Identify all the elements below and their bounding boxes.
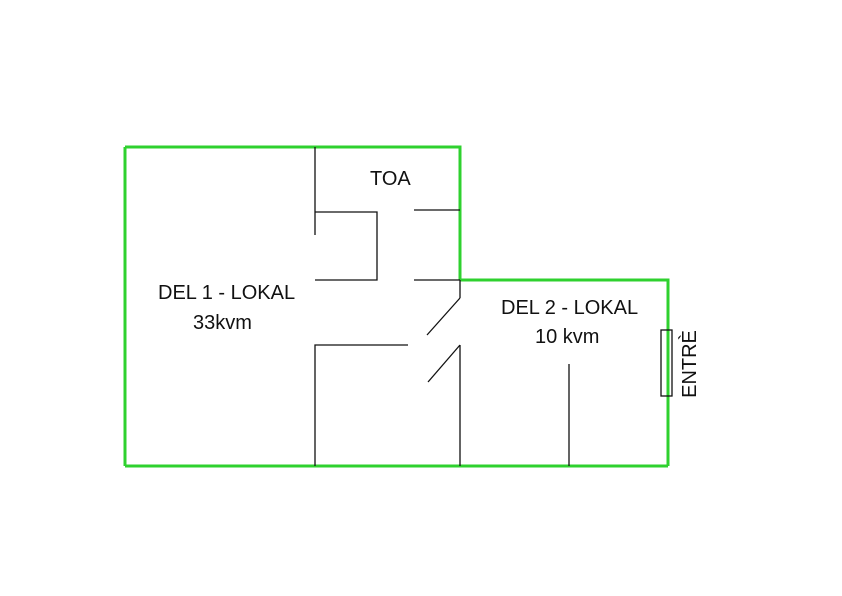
partition-lower-left — [314, 344, 408, 466]
part2-name-label: DEL 2 - LOKAL — [501, 297, 639, 319]
toilet-inner-partition — [315, 211, 378, 281]
part1-area-label: 33kvm — [193, 312, 252, 334]
entry-door-symbol — [660, 329, 673, 397]
door-upper-leaf — [426, 297, 461, 336]
outer-wall-top-right — [460, 278, 670, 466]
outer-wall-top-left — [125, 145, 462, 280]
entry-label: ENTRÈ — [679, 330, 701, 398]
part1-name-label: DEL 1 - LOKAL — [158, 282, 296, 304]
part2-area-label: 10 kvm — [535, 326, 600, 348]
door-lower-leaf — [427, 344, 461, 383]
toilet-label: TOA — [370, 168, 411, 190]
